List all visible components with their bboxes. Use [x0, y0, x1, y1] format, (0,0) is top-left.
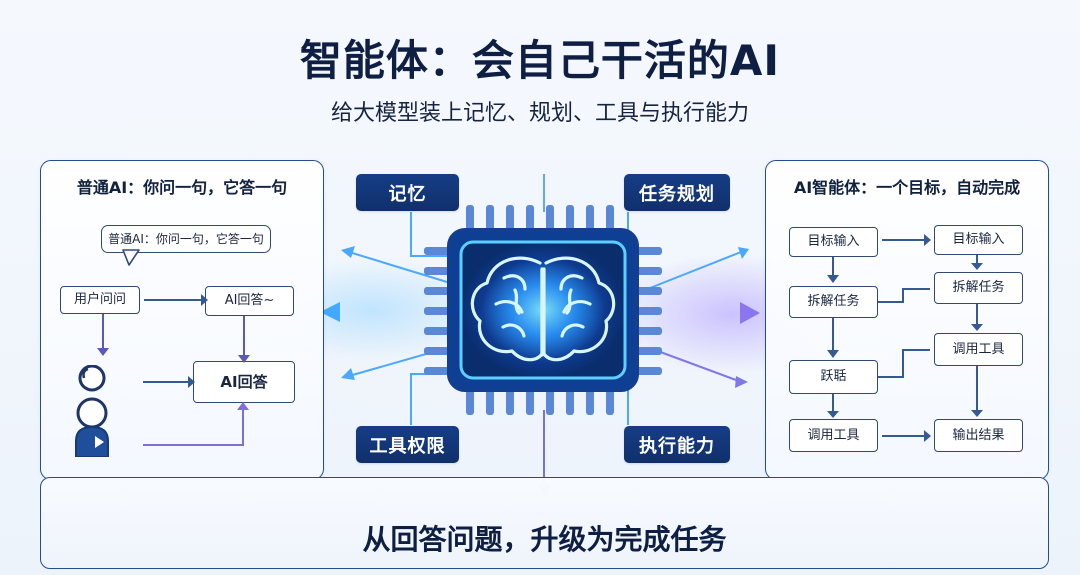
right-arrow-left-bottom-down-head — [827, 411, 839, 418]
right-right-step-4: 输出结果 — [934, 419, 1023, 452]
arrow-right-upper — [649, 251, 742, 289]
execution-tag: 执行能力 — [624, 426, 730, 463]
memory-tag: 记忆 — [356, 174, 459, 211]
right-panel-title: AI智能体：一个目标，自动完成 — [793, 178, 1021, 197]
right-arrow-right-bottom-down-head — [971, 410, 983, 417]
left-arrow-avatar-to-answer-head — [188, 376, 195, 388]
right-arrow-right-mid-down-head — [971, 324, 983, 331]
right-left-step-4: 调用工具 — [789, 419, 878, 452]
arrow-left-lower-head — [341, 368, 355, 380]
right-right-step-2: 拆解任务 — [934, 272, 1023, 304]
bottom-banner-text: 从回答问题，升级为完成任务 — [362, 523, 727, 556]
page-subtitle: 给大模型装上记忆、规划、工具与执行能力 — [330, 101, 749, 126]
arrow-right-upper-head — [738, 247, 749, 259]
right-connector-middle — [878, 288, 930, 303]
left-arrow-user-to-ai-head — [201, 294, 208, 306]
right-right-step-1: 目标输入 — [934, 225, 1023, 255]
right-arrow-right-top-down-head — [971, 263, 983, 270]
left-panel-title: 普通AI：你问一句，它答一句 — [76, 178, 288, 197]
right-left-step-3: 跃聒 — [789, 360, 878, 394]
ai-answer-bottom-box: AI回答 — [193, 361, 295, 403]
left-arrow-ai-top-down-head — [238, 355, 250, 363]
user-ear-icon — [82, 367, 89, 379]
left-arrow-user-down-head — [97, 348, 109, 356]
user-body-icon — [75, 425, 109, 457]
chip-pins-left — [424, 247, 450, 375]
arrow-left-main-head — [320, 302, 340, 322]
right-arrow-top-horizontal-head — [924, 234, 931, 246]
page-title: 智能体：会自己干活的AI — [299, 36, 781, 85]
ai-answer-top-box: AI回答~ — [205, 286, 294, 316]
chip-pins-top — [466, 205, 614, 231]
left-arrow-bottom-loop-head — [237, 402, 249, 410]
left-arrow-bottom-loop — [143, 410, 244, 446]
right-arrow-top-down-head — [827, 275, 839, 283]
arrow-right-lower-head — [735, 376, 748, 388]
chip-pins-right — [636, 247, 662, 375]
right-left-step-1: 目标输入 — [789, 227, 878, 257]
user-head-icon — [78, 365, 106, 392]
user-play-icon — [95, 436, 104, 448]
tools-permission-tag: 工具权限 — [356, 426, 459, 463]
chip-pins-bottom — [466, 389, 614, 415]
bottom-banner: 从回答问题，升级为完成任务 — [40, 477, 1049, 569]
planning-tag: 任务规划 — [624, 174, 730, 211]
arrow-right-lower — [654, 349, 737, 381]
speech-bubble-tail — [122, 249, 140, 266]
right-arrow-left-mid-down-head — [827, 350, 839, 358]
right-left-step-2: 拆解任务 — [789, 286, 878, 318]
right-connector-lower — [878, 349, 930, 378]
ai-chip-icon — [424, 205, 662, 415]
user-question-box: 用户问问 — [60, 286, 140, 314]
arrow-left-upper-head — [341, 246, 355, 258]
arrow-left-upper — [348, 251, 448, 283]
speech-bubble-text: 普通AI：你问一句，它答一句 — [108, 232, 264, 246]
user-icon — [75, 365, 109, 457]
right-arrow-bottom-horizontal-head — [924, 430, 931, 442]
brain-icon — [470, 256, 616, 362]
arrow-right-main-head — [740, 302, 760, 324]
right-right-step-3: 调用工具 — [934, 333, 1023, 366]
speech-bubble: 普通AI：你问一句，它答一句 — [101, 225, 271, 253]
memory-connector — [410, 212, 447, 257]
